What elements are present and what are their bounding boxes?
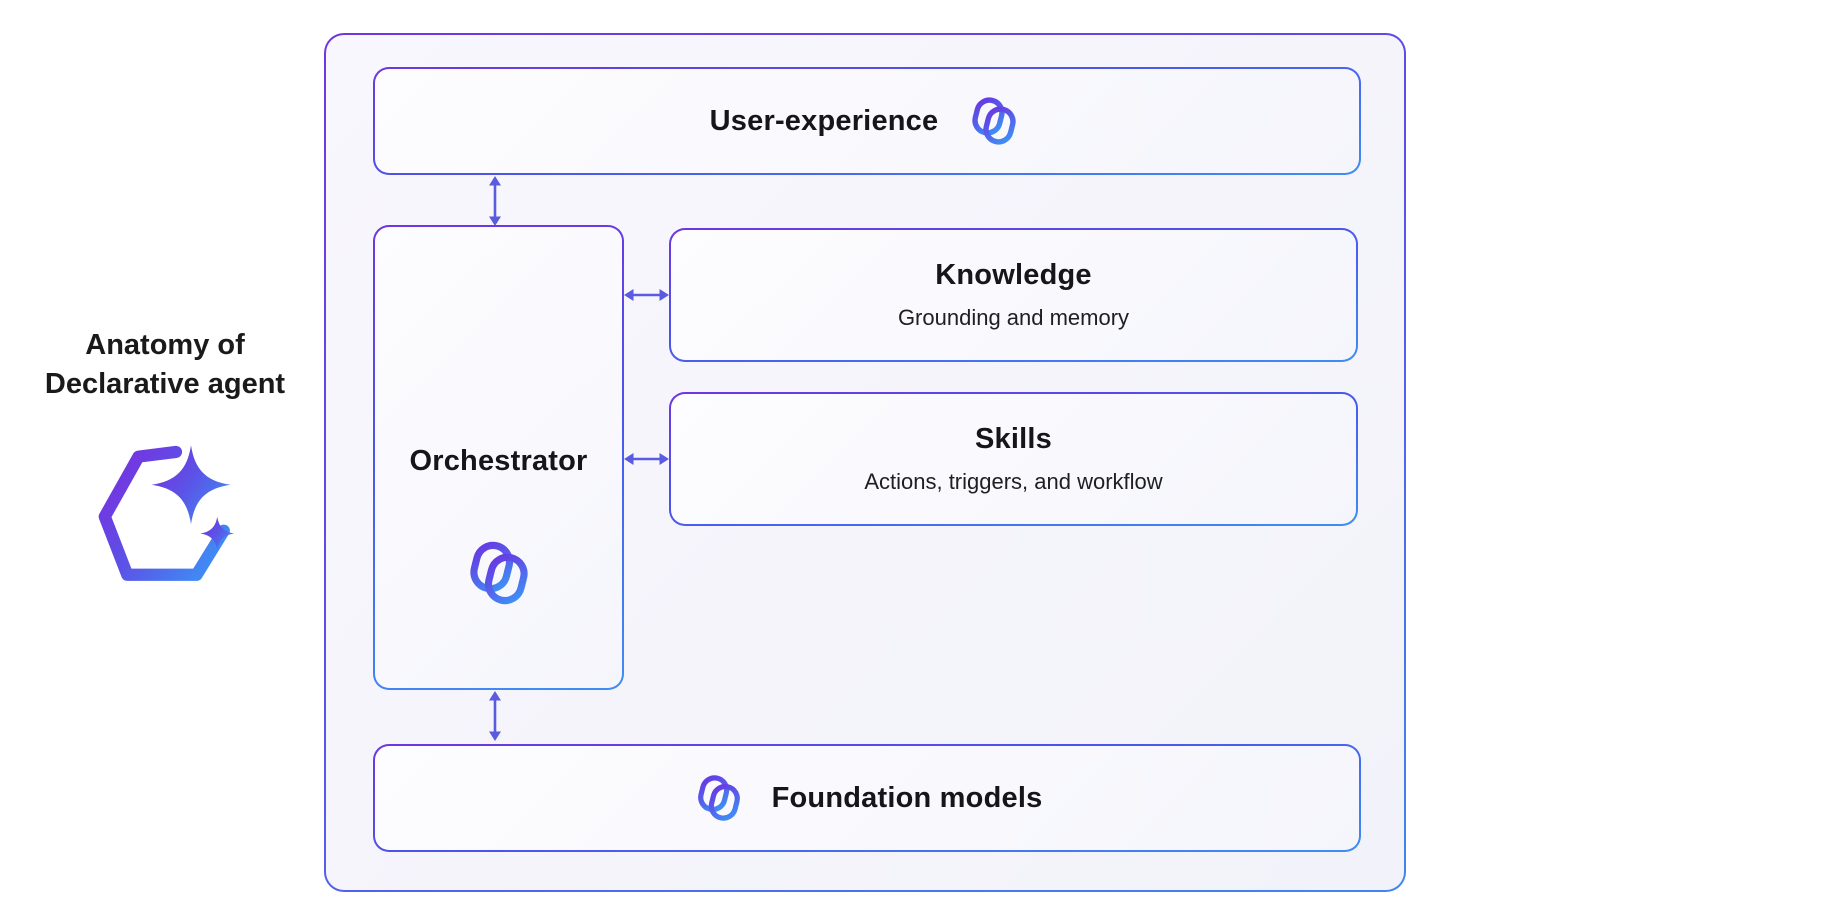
knowledge-content: Knowledge Grounding and memory <box>671 230 1356 360</box>
orchestrator-box: Orchestrator <box>373 225 624 690</box>
user-experience-box: User-experience <box>373 67 1361 175</box>
knowledge-title: Knowledge <box>935 259 1092 291</box>
knowledge-box: Knowledge Grounding and memory <box>669 228 1358 362</box>
foundation-models-box: Foundation models <box>373 744 1361 852</box>
declarative-agent-icon <box>84 436 238 586</box>
copilot-icon <box>692 769 746 827</box>
orchestrator-title: Orchestrator <box>409 445 588 477</box>
diagram-heading-line1: Anatomy of <box>85 329 245 361</box>
arrow-orchestrator-skills-icon <box>623 450 670 468</box>
foundation-models-content: Foundation models <box>375 746 1359 850</box>
user-experience-title: User-experience <box>709 104 939 137</box>
copilot-icon <box>964 93 1024 149</box>
copilot-icon <box>458 536 540 610</box>
skills-box: Skills Actions, triggers, and workflow <box>669 392 1358 526</box>
user-experience-content: User-experience <box>375 69 1359 173</box>
skills-content: Skills Actions, triggers, and workflow <box>671 394 1356 524</box>
skills-subtitle: Actions, triggers, and workflow <box>864 469 1163 494</box>
orchestrator-content: Orchestrator <box>375 227 622 688</box>
arrow-orchestrator-foundation-icon <box>486 690 504 742</box>
skills-title: Skills <box>975 423 1052 455</box>
agent-container-body: User-experience Orchestrator Knowledge G… <box>326 35 1404 890</box>
foundation-models-title: Foundation models <box>771 781 1043 814</box>
knowledge-subtitle: Grounding and memory <box>897 305 1130 330</box>
arrow-ux-orchestrator-icon <box>486 175 504 227</box>
diagram-heading-line2: Declarative agent <box>44 368 286 400</box>
diagram-heading: Anatomy of Declarative agent <box>20 326 310 404</box>
agent-container: User-experience Orchestrator Knowledge G… <box>324 33 1406 892</box>
arrow-orchestrator-knowledge-icon <box>623 286 670 304</box>
